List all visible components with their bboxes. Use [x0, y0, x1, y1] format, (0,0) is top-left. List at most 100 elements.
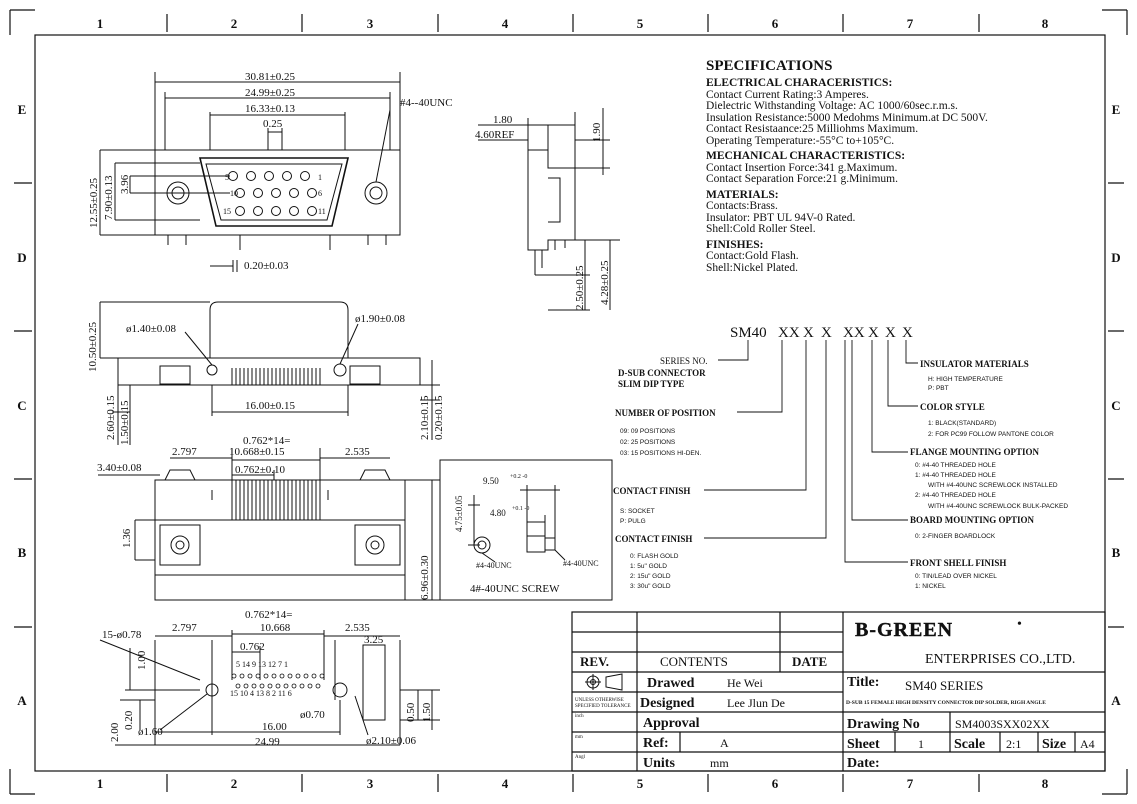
col-3: 3 [367, 16, 374, 31]
dim-height-hole: 3.96 [119, 174, 131, 194]
finishes-line-1: Contact:Gold Flash. [706, 250, 799, 262]
row-E-right: E [1112, 102, 1121, 117]
contents-header: CONTENTS [660, 654, 728, 669]
shell-option-1: 1: NICKEL [915, 583, 946, 590]
contact-finish-0: 0: FLASH GOLD [630, 553, 679, 560]
color-option-1: 1: BLACK(STANDARD) [928, 420, 996, 427]
series-desc-1: D-SUB CONNECTOR [618, 368, 706, 378]
dim-thread: #4--40UNC [400, 97, 453, 109]
row-D-right: D [1111, 250, 1120, 265]
row-C-left: C [17, 398, 26, 413]
dim-flange-hole-left: ø1.40±0.08 [126, 323, 177, 335]
col-6: 6 [772, 16, 779, 31]
mechanical-line-2: Contact Separation Force:21 g.Minimum. [706, 173, 898, 185]
row-D-left: D [17, 250, 26, 265]
column-markers-bottom: 1 2 3 4 5 6 7 8 [97, 776, 1049, 791]
spec-title: SPECIFICATIONS [706, 58, 833, 74]
flange-option-0: 0: #4-40 THREADED HOLE [915, 462, 996, 469]
col-7-bottom: 7 [907, 776, 914, 791]
row-B-right: B [1112, 545, 1121, 560]
dim-width-outer: 30.81±0.25 [245, 71, 296, 83]
row-markers: E D C B A E D C B A [17, 102, 1121, 708]
code-field-2: X [803, 325, 814, 341]
materials-line-1: Contacts:Brass. [706, 200, 778, 212]
col-6-bottom: 6 [772, 776, 779, 791]
position-option-1: 09: 09 POSITIONS [620, 428, 676, 435]
pin-label-10: 10 [230, 189, 238, 198]
drawing-value: SM4003SXX02XX [955, 717, 1050, 731]
company-name: ENTERPRISES CO.,LTD. [925, 652, 1075, 667]
approval-label: Approval [643, 716, 700, 731]
contact-type-plug: P: PULG [620, 518, 646, 525]
electrical-line-5: Operating Temperature:-55°C to+105°C. [706, 134, 895, 147]
row-E-left: E [18, 102, 27, 117]
dim-width-mount: 24.99±0.25 [245, 87, 296, 99]
ordering-code [704, 340, 918, 563]
col-3-bottom: 3 [367, 776, 374, 791]
drawing-label: Drawing No [847, 717, 920, 732]
contact-finish-label: CONTACT FINISH [615, 534, 692, 544]
side-view [478, 108, 620, 311]
scale-value: 2:1 [1006, 737, 1021, 751]
code-field-4: XX [843, 325, 865, 341]
dim-width-shell: 16.33±0.13 [245, 103, 296, 115]
finishes-line-2: Shell:Nickel Plated. [706, 261, 798, 274]
mechanical-line-1: Contact Insertion Force:341 g.Maximum. [706, 161, 898, 174]
title-block [571, 611, 1106, 772]
pin-label-11: 11 [318, 207, 326, 216]
pcb-pitch: 0.762 [240, 641, 265, 653]
title-value: SM40 SERIES [905, 678, 983, 693]
dim-flange-right-1: 2.10±0.15 [419, 395, 431, 440]
column-markers-top: 1 2 3 4 5 6 7 8 [97, 16, 1049, 31]
contact-finish-1: 1: 5u" GOLD [630, 563, 667, 570]
ordering-code-text: SM40 XX X X XX X X X SERIES NO. D-SUB CO… [613, 325, 1068, 590]
dim-side-3: 1.90 [591, 122, 603, 142]
pcb-row-lower: 15 10 4 13 8 2 11 6 [230, 689, 292, 698]
ref-label: Ref: [643, 736, 669, 751]
mechanical-title: MECHANICAL CHARACTERISTICS: [706, 150, 906, 162]
pcb-dim-f: ø0.70 [300, 709, 325, 721]
company-logo: B-GREEN [855, 619, 953, 641]
flange-option-2-detail: WITH #4-40UNC SCREWLOCK BULK-PACKED [928, 503, 1068, 510]
insulator-option-2: P: PBT [928, 385, 949, 392]
pcb-layout-dims: 0.762*14= 10.668 2.797 2.535 15-ø0.78 0.… [102, 609, 433, 748]
dim-screw-head-tol: +0.1 -0 [512, 506, 529, 512]
side-view-dims: 1.80 4.60REF 1.90 2.50±0.25 4.28±0.25 [475, 114, 611, 310]
dim-height-shell: 7.90±0.13 [103, 175, 115, 220]
size-value: A4 [1080, 737, 1095, 751]
dim-side-5: 4.28±0.25 [599, 260, 611, 305]
flange-label: FLANGE MOUNTING OPTION [910, 447, 1040, 457]
pin-label-6: 6 [318, 189, 322, 198]
flange-option-1-detail: WITH #4-40UNC SCREWLOCK INSTALLED [928, 482, 1058, 489]
pcb-dim-c: 1.00 [136, 650, 148, 670]
insulator-option-1: H: HIGH TEMPERATURE [928, 376, 1004, 383]
tolerance-angle: Angl [575, 755, 586, 760]
electrical-title: ELECTRICAL CHARACERISTICS: [706, 77, 893, 89]
sheet-value: 1 [918, 737, 924, 751]
tolerance-inch: inch [575, 714, 584, 719]
tolerance-note-1: UNLESS OTHERWISE [575, 698, 624, 703]
dim-side-4: 2.50±0.25 [574, 265, 586, 310]
position-option-2: 02: 25 POSITIONS [620, 439, 676, 446]
pcb-dim-h: 1.50 [421, 702, 433, 722]
tolerance-note-2: SPECIFIED TOLERANCE [575, 704, 631, 709]
dim-flange-right-2: 0.20±0.15 [433, 395, 445, 440]
flange-option-1: 1: #4-40 THREADED HOLE [915, 472, 996, 479]
contact-finish-3: 3: 30u" GOLD [630, 583, 671, 590]
row-B-left: B [18, 545, 27, 560]
drawed-label: Drawed [647, 676, 695, 691]
contact-type-socket: S: SOCKET [620, 508, 655, 515]
dim-pitch-total: 10.668±0.15 [229, 446, 285, 458]
dim-pitch-formula: 0.762*14= [243, 435, 290, 447]
col-5-bottom: 5 [637, 776, 644, 791]
materials-line-3: Shell:Cold Roller Steel. [706, 223, 816, 235]
electrical-line-4: Contact Resistaance:25 Milliohms Maximum… [706, 123, 919, 135]
code-field-7: X [902, 325, 913, 341]
pcb-right-offset: 2.535 [345, 622, 370, 634]
flange-option-2: 2: #4-40 THREADED HOLE [915, 492, 996, 499]
row-C-right: C [1111, 398, 1120, 413]
pcb-dim-g: 0.50 [405, 702, 417, 722]
date-header: DATE [792, 654, 827, 669]
code-field-3: X [821, 325, 832, 341]
